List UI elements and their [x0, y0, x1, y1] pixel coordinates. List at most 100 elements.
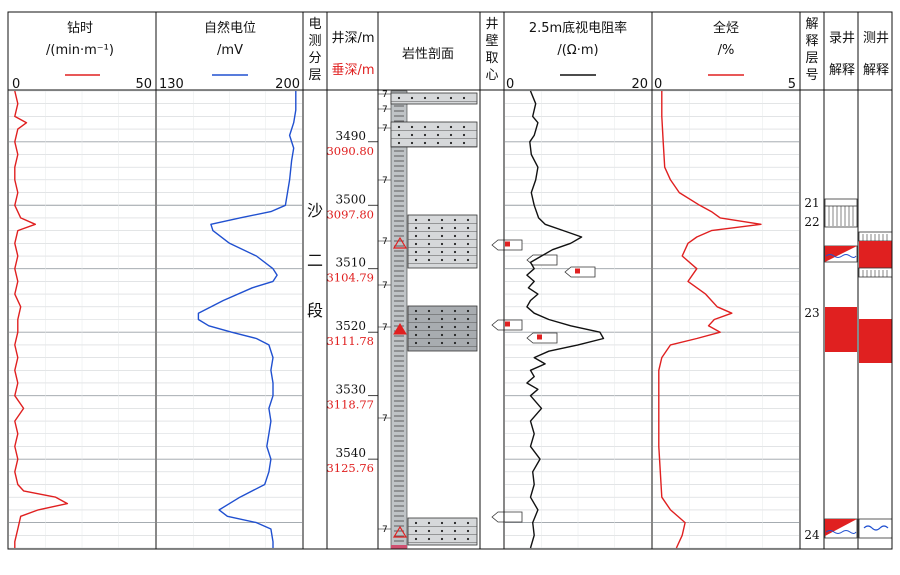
sand-dot [466, 218, 470, 222]
layer-no-24: 24 [804, 528, 820, 542]
sp-unit: /mV [217, 43, 243, 58]
sand-dot [440, 258, 444, 262]
sand-dot [427, 333, 431, 337]
formation-char-3: 段 [307, 301, 323, 320]
sand-dot [423, 133, 427, 137]
sand-dot [449, 96, 453, 100]
sand-dot [427, 218, 431, 222]
sand-dot [453, 341, 457, 345]
tvd-label-3540: 3125.76 [326, 461, 374, 475]
sand-dot [427, 250, 431, 254]
sand-dot [466, 341, 470, 345]
sand-dot [397, 96, 401, 100]
drill-time-max: 50 [135, 77, 152, 92]
lithology-label: 岩性剖面 [402, 47, 454, 62]
sand-dot [453, 234, 457, 238]
mudstone-texture [394, 95, 404, 542]
layer-label-1: 解 [805, 17, 818, 32]
core-sample [526, 332, 558, 344]
mud-interp-layer-23 [825, 307, 857, 352]
resistivity-curve [526, 90, 605, 549]
sand-dot [462, 125, 466, 129]
drill-time-curve [14, 90, 69, 548]
sand-dot [449, 141, 453, 145]
layer-label-4: 号 [805, 68, 818, 83]
formation-name: 沙 二 段 [307, 201, 323, 320]
core-sample [491, 511, 523, 523]
md-label-3540: 3540 [335, 446, 366, 460]
sand-dot [440, 333, 444, 337]
md-label-3490: 3490 [335, 129, 366, 143]
sandstone-bed [390, 121, 478, 148]
core-label-4: 心 [485, 68, 498, 83]
sand-dot [440, 242, 444, 246]
tvd-label-3530: 3118.77 [326, 398, 374, 412]
sand-dot [453, 250, 457, 254]
sand-dot [440, 341, 444, 345]
sand-dot [466, 258, 470, 262]
core-label-2: 壁 [485, 34, 498, 49]
gas-unit: /% [718, 43, 735, 58]
sand-dot [414, 218, 418, 222]
sand-dot [466, 317, 470, 321]
sand-dot [397, 125, 401, 129]
gas-min: 0 [654, 77, 662, 92]
sand-dot [410, 141, 414, 145]
sand-dot [449, 125, 453, 129]
md-label-3510: 3510 [335, 256, 366, 270]
sand-dot [440, 317, 444, 321]
sand-dot [414, 341, 418, 345]
sand-dot [414, 250, 418, 254]
sand-dot [466, 333, 470, 337]
resistivity-min: 0 [506, 77, 514, 92]
mud-interp-label-1: 录井 [829, 31, 855, 46]
sand-dot [453, 529, 457, 533]
sand-dot [453, 317, 457, 321]
md-label-3500: 3500 [335, 192, 366, 206]
sand-dot [414, 317, 418, 321]
mud-interp-layer-24 [824, 518, 858, 539]
sand-dot [423, 141, 427, 145]
header-row: 钻时 /(min·m⁻¹) 0 50 自然电位 /mV 130 200 电 测 … [12, 17, 889, 92]
sand-dot [427, 234, 431, 238]
sand-dot [462, 96, 466, 100]
total-gas-curve [658, 91, 762, 549]
sand-dot [427, 242, 431, 246]
layer-no-23: 23 [804, 306, 819, 320]
sand-dot [466, 226, 470, 230]
frame [7, 11, 893, 550]
log-interp-oil [859, 241, 892, 268]
sand-dot [410, 96, 414, 100]
resistivity-unit: /(Ω·m) [557, 43, 598, 58]
sand-dot [440, 521, 444, 525]
core-sample [491, 319, 523, 331]
sand-dot [436, 141, 440, 145]
sand-dot [453, 242, 457, 246]
oil-show-triangle-outline [392, 236, 408, 249]
lithology-profile [390, 90, 478, 549]
lith-marker: 7 [382, 281, 388, 291]
mud-interp-layer-22 [824, 245, 858, 263]
sand-dot [453, 537, 457, 541]
log-interp-label-2: 解释 [863, 63, 889, 78]
log-interp-label-1: 测井 [863, 31, 889, 46]
sand-dot [453, 521, 457, 525]
sand-dot [440, 309, 444, 313]
sp-curve [197, 91, 297, 548]
drill-time-label: 钻时 [67, 21, 93, 36]
sand-dot [397, 141, 401, 145]
sp-max: 200 [275, 77, 300, 92]
sand-dot [453, 226, 457, 230]
sand-dot [453, 333, 457, 337]
sand-dot [397, 133, 401, 137]
resistivity-max: 20 [631, 77, 648, 92]
sand-dot [440, 537, 444, 541]
log-interp-water [858, 518, 893, 539]
zone-label-3: 分 [308, 51, 321, 66]
layer-no-21: 21 [804, 196, 819, 210]
log-interp-dry [858, 231, 893, 242]
oil-show-triangle-outline [392, 525, 408, 538]
md-label: 井深/m [331, 31, 374, 46]
log-curves [14, 90, 762, 549]
